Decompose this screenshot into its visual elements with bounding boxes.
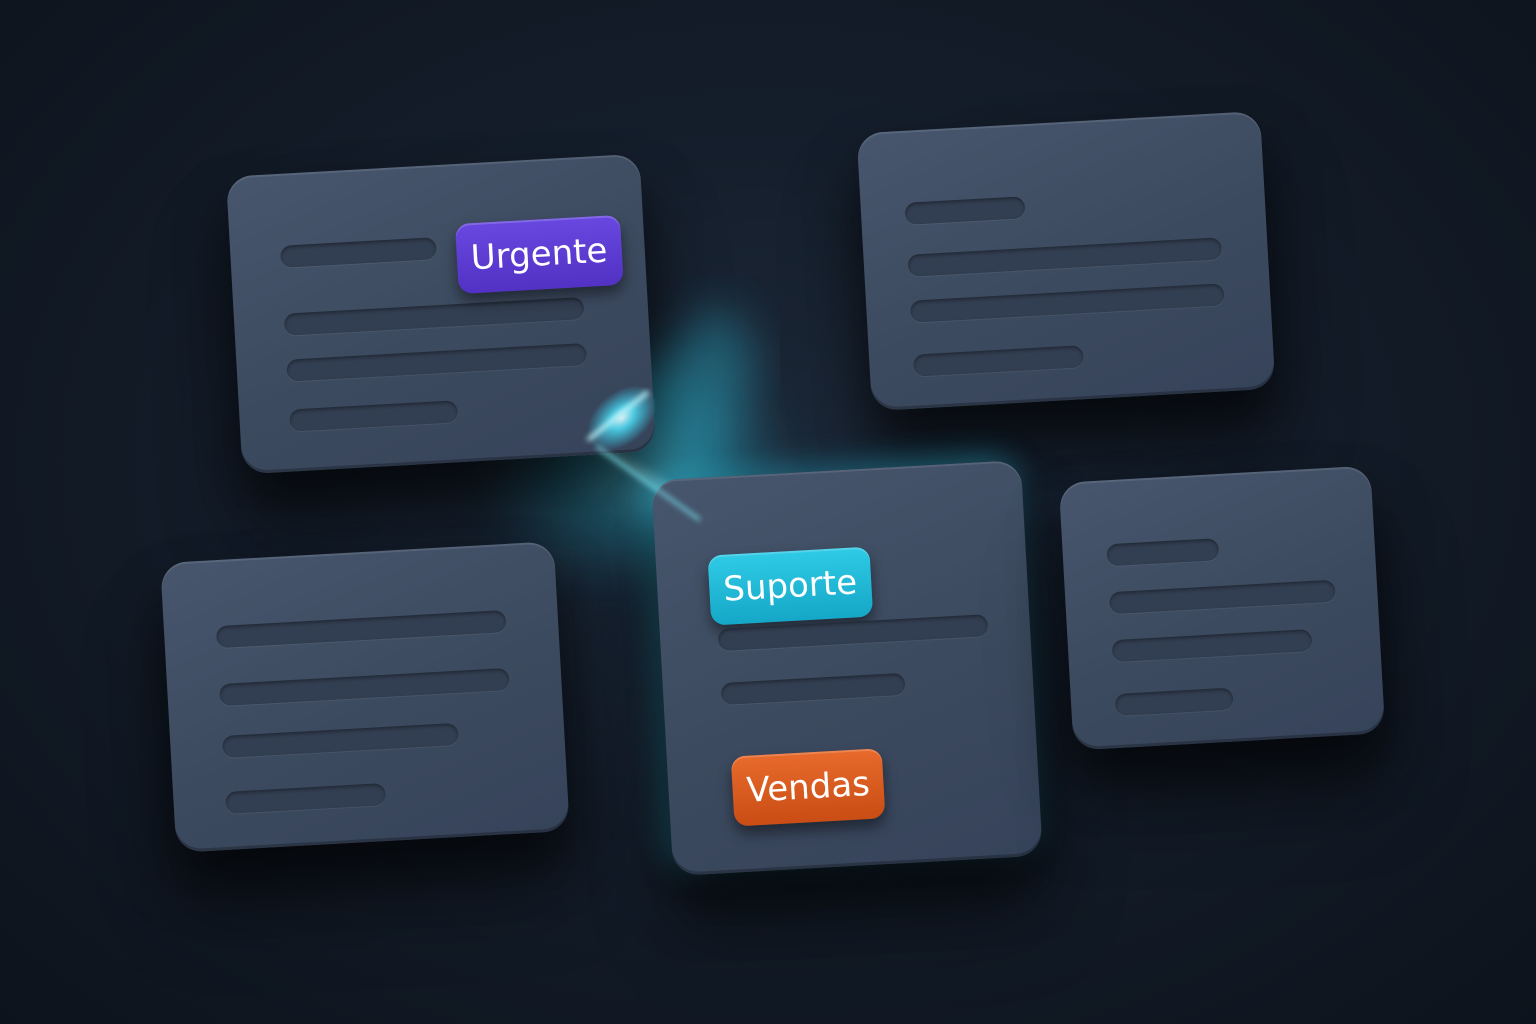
card-line — [221, 722, 459, 759]
card-line — [215, 610, 507, 649]
card-line — [1108, 579, 1336, 615]
tag-urgent[interactable]: Urgente — [455, 214, 624, 294]
card-line — [912, 345, 1084, 377]
card-line — [289, 400, 459, 432]
card-line — [219, 667, 510, 707]
card-center[interactable]: Suporte Vendas — [651, 459, 1043, 877]
card-bottom-left[interactable] — [160, 541, 570, 853]
card-line — [904, 196, 1026, 225]
card-line — [909, 283, 1225, 323]
card-line — [720, 672, 906, 706]
tag-sales[interactable]: Vendas — [730, 748, 886, 827]
card-line — [279, 237, 437, 268]
card-line — [1111, 629, 1313, 663]
card-right[interactable] — [1058, 465, 1386, 751]
card-line — [907, 237, 1223, 277]
card-top-right[interactable] — [856, 110, 1276, 412]
card-line — [225, 783, 387, 814]
card-line — [283, 297, 585, 336]
card-urgent[interactable]: Urgente — [226, 153, 656, 475]
tag-support[interactable]: Suporte — [707, 546, 873, 626]
card-line — [1106, 538, 1220, 567]
card-line — [286, 342, 588, 382]
card-line — [1114, 687, 1234, 717]
